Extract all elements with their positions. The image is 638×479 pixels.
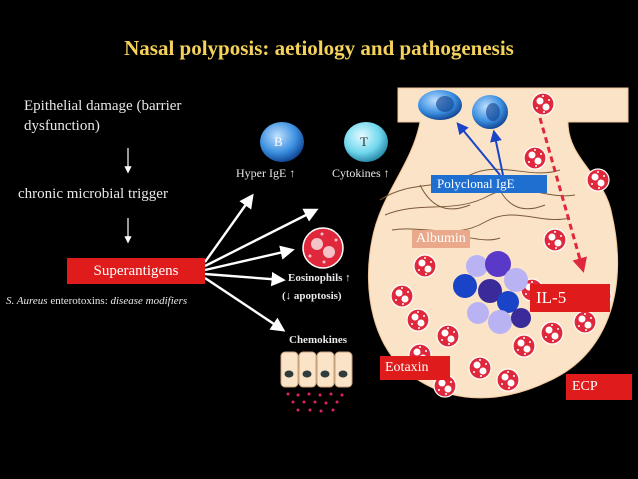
- page-title: Nasal polyposis: aetiology and pathogene…: [124, 36, 514, 60]
- albumin-label: Albumin: [412, 230, 470, 248]
- cytokines-label: Cytokines ↑: [332, 166, 390, 180]
- b-cell-top-right: [472, 95, 508, 129]
- superantigens-box: Superantigens: [67, 258, 205, 284]
- chemokine-dots: [286, 392, 344, 413]
- hyper-ige-label: Hyper IgE ↑: [236, 166, 296, 180]
- aureus-modifiers: disease modifiers: [110, 295, 188, 307]
- ige-arrow-2: [490, 129, 504, 176]
- superantigen-arrows: [204, 193, 319, 332]
- apoptosis-label: (↓ apoptosis): [282, 290, 342, 302]
- lymphocyte-cluster: [453, 251, 531, 334]
- epithelial-cells: [280, 351, 353, 388]
- b-cell: [260, 122, 304, 162]
- eosinophils-label: Eosinophils ↑: [288, 272, 351, 284]
- epithelial-damage-line1: Epithelial damage (barrier: [24, 98, 182, 114]
- t-cell-label: T: [360, 134, 368, 149]
- il5-label: IL-5: [530, 284, 610, 312]
- b-cell-label: B: [274, 134, 283, 149]
- aureus-enterotoxins: enterotoxins:: [47, 295, 111, 307]
- epithelial-damage-line2: dysfunction): [24, 118, 100, 134]
- aureus-species: S. Aureus: [6, 295, 48, 307]
- aureus-note: S. Aureus enterotoxins: disease modifier…: [6, 295, 187, 307]
- microbial-trigger: chronic microbial trigger: [18, 186, 168, 202]
- polyp-body: [367, 87, 629, 399]
- eosinophil-top: [531, 92, 555, 116]
- t-cell: [344, 122, 388, 162]
- polyclonal-ige-label: Polyclonal IgE: [431, 175, 547, 193]
- b-cell-top-left: [418, 90, 462, 120]
- eosinophil-cell: [302, 227, 344, 269]
- eotaxin-label: Eotaxin: [380, 356, 450, 380]
- ecp-label: ECP: [566, 374, 632, 400]
- chemokines-label: Chemokines: [289, 334, 348, 346]
- migration-arrow: [538, 117, 587, 273]
- ige-arrow-1: [456, 122, 501, 176]
